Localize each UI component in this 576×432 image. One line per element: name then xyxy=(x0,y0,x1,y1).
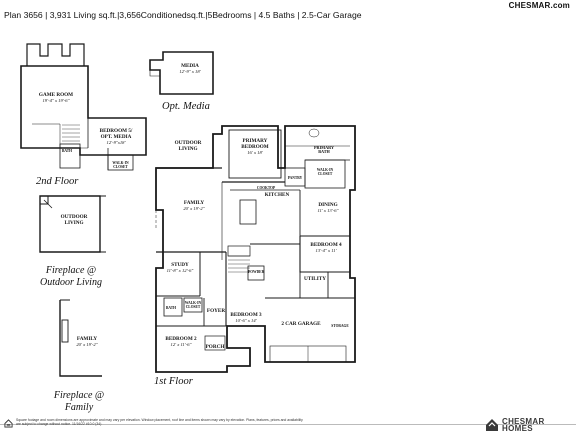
caption-fireplace-family: Fireplace @ Family xyxy=(44,390,114,414)
room-garage: 2 CAR GARAGE xyxy=(281,321,321,327)
room-primary-bedroom-name: PRIMARY BEDROOM xyxy=(241,138,269,150)
first-floor-plan xyxy=(155,125,356,373)
fireplace-outdoor-inset xyxy=(39,195,106,253)
second-floor-plan xyxy=(20,43,147,171)
footer-disclaimer: Square footage and room dimensions are a… xyxy=(16,418,303,427)
room-game-room: GAME ROOM 19'-4" x 19'-6" xyxy=(36,92,76,104)
brand-line2: HOMES xyxy=(502,424,533,432)
floor-plan-sheet: 2nd Floor Opt. Media 1st Floor Fireplace… xyxy=(0,30,576,416)
room-bedroom4: BEDROOM 4 13'-4" x 11' xyxy=(306,242,346,254)
room-kitchen: KITCHEN xyxy=(264,192,290,198)
footer: Square footage and room dimensions are a… xyxy=(0,417,576,432)
room-bedroom2-name: BEDROOM 2 xyxy=(165,336,197,342)
room-bedroom3-name: BEDROOM 3 xyxy=(230,312,262,318)
room-media-dim: 12'-9" x 18' xyxy=(179,69,201,74)
caption-second-floor: 2nd Floor xyxy=(36,176,79,187)
room-family-alt-dim: 20' x 19'-2" xyxy=(76,342,98,347)
footer-divider xyxy=(0,424,576,425)
room-dining-dim: 11' x 13'-6" xyxy=(317,208,339,213)
room-primary-bedroom: PRIMARY BEDROOM 16' x 18' xyxy=(234,138,276,156)
room-bedroom2: BEDROOM 2 12' x 11'-6" xyxy=(163,336,199,348)
room-dining-name: DINING xyxy=(318,202,338,208)
opt-media-plan xyxy=(149,51,214,95)
room-bedroom5-name: BEDROOM 5/ OPT. MEDIA xyxy=(99,128,133,140)
room-bath-1st: BATH xyxy=(166,306,176,310)
room-outdoor-living-alt: OUTDOOR LIVING xyxy=(60,214,88,226)
room-outdoor-living: OUTDOOR LIVING xyxy=(174,140,202,152)
room-media: MEDIA 12'-9" x 18' xyxy=(172,63,208,75)
chesmar-logo-icon xyxy=(486,419,498,431)
header-bar: CHESMAR.com Plan 3656 | 3,931 Living sq.… xyxy=(0,0,576,24)
caption-opt-media: Opt. Media xyxy=(162,101,210,112)
room-walkin-2nd: WALK-IN CLOSET xyxy=(112,161,129,169)
fireplace-family-inset xyxy=(59,299,102,377)
room-powder: POWDER xyxy=(248,270,265,274)
room-primary-bedroom-dim: 16' x 18' xyxy=(247,150,263,155)
room-game-room-dim: 19'-4" x 19'-6" xyxy=(42,98,70,103)
room-cooktop: COOKTOP xyxy=(256,186,276,190)
room-study-dim: 11'-8" x 12'-6" xyxy=(166,268,194,273)
brand-line1: CHESMAR xyxy=(502,417,545,426)
caption-fireplace-family-line2: Family xyxy=(64,402,94,413)
room-dining: DINING 11' x 13'-6" xyxy=(310,202,346,214)
room-bath-2nd: BATH xyxy=(62,149,72,153)
caption-fireplace-outdoor: Fireplace @ Outdoor Living xyxy=(26,265,116,289)
caption-fireplace-outdoor-line1: Fireplace @ xyxy=(45,265,97,276)
plan-title: Plan 3656 | 3,931 Living sq.ft.|3,656Con… xyxy=(4,10,362,20)
room-walkin-1st: WALK-IN CLOSET xyxy=(184,301,202,309)
room-pantry: PANTRY xyxy=(287,176,303,180)
room-bedroom4-dim: 13'-4" x 11' xyxy=(315,248,337,253)
equal-housing-icon xyxy=(4,419,13,428)
room-family-alt-name: FAMILY xyxy=(76,336,98,342)
room-porch: PORCH xyxy=(205,344,225,350)
room-study: STUDY 11'-8" x 12'-6" xyxy=(162,262,198,274)
room-study-name: STUDY xyxy=(171,262,189,268)
caption-fireplace-outdoor-line2: Outdoor Living xyxy=(40,277,102,288)
room-utility: UTILITY xyxy=(304,276,326,282)
room-family: FAMILY 20' x 19'-2" xyxy=(176,200,212,212)
room-bedroom3: BEDROOM 3 10'-6" x 14' xyxy=(228,312,264,324)
room-media-name: MEDIA xyxy=(181,63,199,69)
room-bedroom2-dim: 12' x 11'-6" xyxy=(170,342,192,347)
room-game-room-name: GAME ROOM xyxy=(38,92,74,98)
room-walkin-primary: WALK-IN CLOSET xyxy=(316,168,334,176)
brand-name: CHESMAR HOMES xyxy=(502,418,545,432)
room-foyer: FOYER xyxy=(206,308,226,314)
room-bedroom5-dim: 12'-9"x18' xyxy=(106,140,126,145)
caption-fireplace-family-line1: Fireplace @ xyxy=(53,390,105,401)
room-primary-bath: PRIMARY BATH xyxy=(313,145,335,154)
room-family-dim: 20' x 19'-2" xyxy=(183,206,205,211)
room-bedroom3-dim: 10'-6" x 14' xyxy=(235,318,257,323)
site-url[interactable]: CHESMAR.com xyxy=(508,1,570,10)
caption-first-floor: 1st Floor xyxy=(154,376,193,387)
room-family-name: FAMILY xyxy=(183,200,205,206)
room-storage: STORAGE xyxy=(331,324,349,328)
floor-plan-drawing xyxy=(20,43,356,377)
room-bedroom5: BEDROOM 5/ OPT. MEDIA 12'-9"x18' xyxy=(94,128,138,146)
room-family-alt: FAMILY 20' x 19'-2" xyxy=(72,336,102,348)
room-bedroom4-name: BEDROOM 4 xyxy=(310,242,342,248)
